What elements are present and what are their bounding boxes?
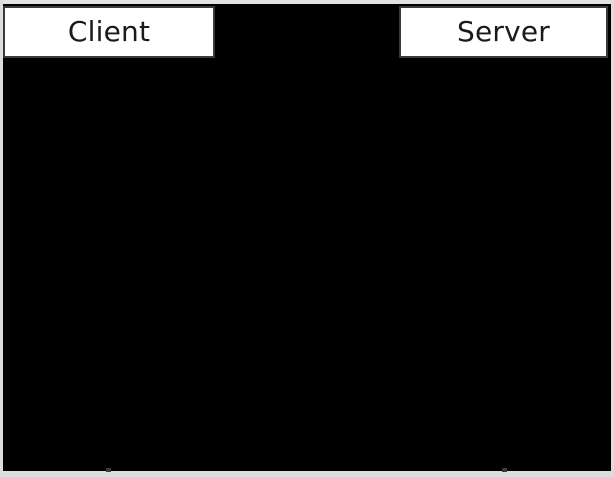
diagram-surface [3, 4, 611, 471]
canvas-frame-bottom [0, 471, 614, 477]
canvas-frame-top [0, 0, 614, 4]
canvas-frame-left [0, 0, 3, 477]
lifeline-tick-client [106, 468, 111, 472]
participant-box-client[interactable]: Client [3, 6, 215, 58]
canvas-frame-right [611, 0, 614, 477]
lifeline-tick-server [502, 468, 507, 472]
participant-label-client: Client [67, 15, 151, 48]
participant-box-server[interactable]: Server [399, 6, 608, 58]
participant-label-server: Server [456, 15, 551, 48]
